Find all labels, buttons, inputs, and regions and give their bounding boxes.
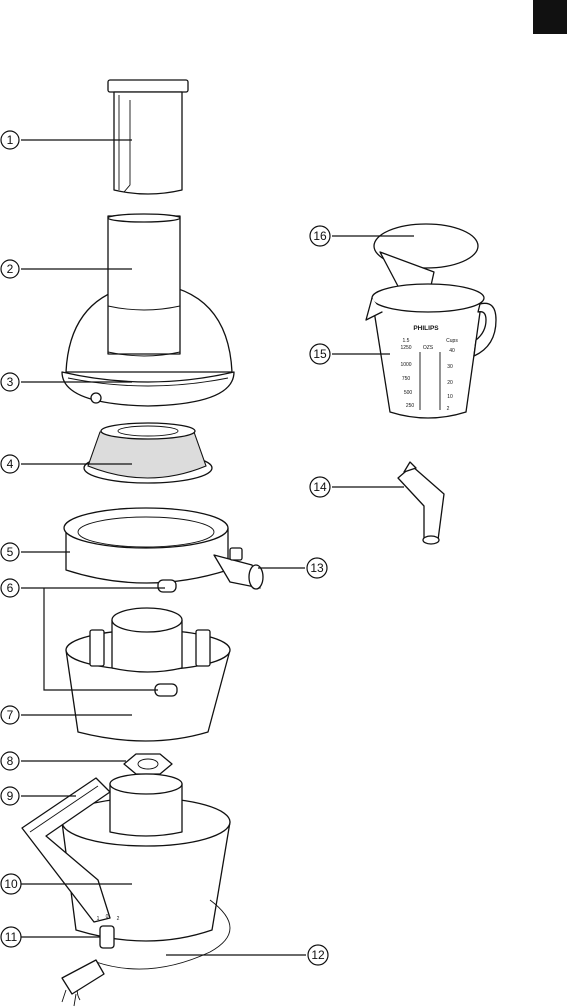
callout-2: 2	[1, 260, 19, 278]
jug-scale-right-6: 2	[447, 406, 450, 412]
top-section-with-spout	[64, 508, 263, 592]
svg-text:2: 2	[7, 262, 14, 276]
callout-6: 6	[1, 579, 19, 597]
callout-12: 12	[308, 945, 328, 965]
jug-brand: PHILIPS	[413, 325, 439, 332]
jug-lid	[374, 224, 478, 290]
callout-1: 1	[1, 131, 19, 149]
svg-text:11: 11	[5, 930, 18, 944]
pulp-container	[66, 608, 230, 741]
svg-text:8: 8	[7, 754, 14, 768]
jug-scale-right-5: 10	[447, 394, 453, 400]
switch-label-2: 2	[117, 916, 120, 922]
jug-scale-right-1: Cups	[446, 338, 458, 344]
jug-scale-left-4: 750	[402, 376, 411, 382]
filter	[84, 423, 212, 483]
callout-10: 10	[1, 874, 21, 894]
callout-15: 15	[310, 344, 330, 364]
svg-text:5: 5	[7, 545, 14, 559]
svg-text:4: 4	[7, 457, 14, 471]
svg-text:10: 10	[4, 877, 18, 891]
svg-text:1: 1	[7, 133, 14, 147]
callout-4: 4	[1, 455, 19, 473]
switch-label-1: 1	[97, 916, 100, 922]
jug-scale-left-1: 1.5	[403, 338, 410, 344]
jug-scale-right-2: 40	[449, 348, 455, 354]
svg-text:9: 9	[7, 789, 14, 803]
pusher	[108, 80, 188, 194]
switch-label-0: 0	[106, 914, 109, 920]
svg-text:6: 6	[7, 581, 14, 595]
callout-14: 14	[310, 477, 330, 497]
motor-unit: 1 0 2	[22, 774, 230, 1006]
callout-8: 8	[1, 752, 19, 770]
jug-scale-left-2: 1250	[400, 345, 411, 351]
jug-scale-mid: OZS	[423, 345, 434, 351]
svg-text:7: 7	[7, 708, 14, 722]
callout-13: 13	[307, 558, 327, 578]
svg-text:14: 14	[313, 480, 327, 494]
jug-scale-right-3: 30	[447, 364, 453, 370]
jug-scale-left-5: 500	[404, 390, 413, 396]
svg-text:13: 13	[310, 561, 324, 575]
callout-5: 5	[1, 543, 19, 561]
svg-text:15: 15	[313, 347, 327, 361]
svg-text:12: 12	[311, 948, 325, 962]
callout-3: 3	[1, 373, 19, 391]
jug-scale-left-6: 250	[406, 403, 415, 409]
lid-with-feeding-tube	[62, 214, 234, 406]
jug-scale-left-3: 1000	[400, 362, 411, 368]
callout-16: 16	[310, 226, 330, 246]
callout-7: 7	[1, 706, 19, 724]
svg-text:3: 3	[7, 375, 14, 389]
svg-text:16: 16	[313, 229, 327, 243]
jug-scale-right-4: 20	[447, 380, 453, 386]
callout-11: 11	[1, 927, 21, 947]
drive-coupling	[124, 754, 172, 774]
spout-adapter	[398, 462, 444, 544]
callout-9: 9	[1, 787, 19, 805]
juice-jug: PHILIPS 1.5 1250 1000 750 500 250 OZS Cu…	[366, 284, 496, 418]
